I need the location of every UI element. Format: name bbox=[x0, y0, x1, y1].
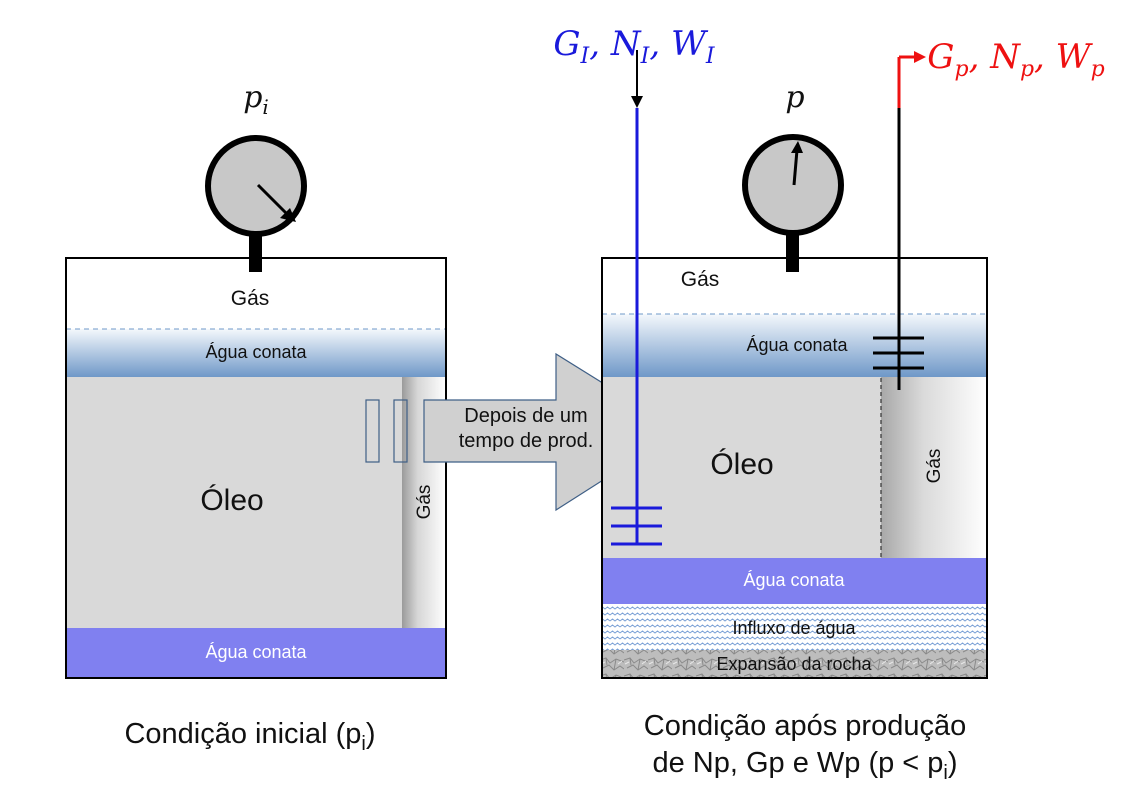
production-arrow-head bbox=[914, 51, 926, 63]
left-pressure-gauge bbox=[205, 135, 307, 272]
left-gauge-needle-tip bbox=[280, 208, 296, 222]
right-pressure-gauge bbox=[742, 134, 844, 272]
left-caption: Condição inicial (pi) bbox=[124, 718, 375, 755]
right-gas-cap bbox=[881, 377, 987, 558]
production-well bbox=[873, 51, 926, 390]
left-water-top-label: Água conata bbox=[205, 342, 307, 362]
left-oil-zone bbox=[66, 377, 402, 628]
right-influx-label: Influxo de água bbox=[732, 618, 856, 638]
left-gauge-needle bbox=[256, 183, 292, 219]
injection-well bbox=[611, 50, 662, 546]
right-gauge-label: p bbox=[785, 80, 804, 115]
right-caption-line2: de Np, Gp e Wp (p < pi) bbox=[652, 747, 957, 784]
right-rock-label: Expansão da rocha bbox=[716, 654, 872, 674]
injection-label: GI, NI, WI bbox=[553, 24, 716, 69]
right-gas-cap-label: Gás bbox=[924, 449, 945, 484]
left-connate-water-bottom bbox=[66, 628, 446, 678]
left-gas-cap-label: Gás bbox=[414, 485, 435, 520]
right-caption-line1: Condição após produção bbox=[644, 710, 966, 742]
arrow-tail-bar-2 bbox=[393, 399, 408, 463]
arrow-text-line1: Depois de um bbox=[464, 405, 587, 427]
right-water-top-label: Água conata bbox=[746, 335, 848, 355]
injection-arrow-head bbox=[631, 96, 643, 108]
arrow-text-line2: tempo de prod. bbox=[459, 430, 594, 452]
right-connate-water-bottom bbox=[602, 558, 987, 604]
right-gauge-dial bbox=[742, 134, 844, 236]
right-water-influx-zone bbox=[602, 604, 987, 650]
left-reservoir: Gás Água conata Óleo Gás Água conata pi bbox=[65, 80, 447, 679]
right-gauge-needle-tip bbox=[791, 141, 803, 153]
right-rock-expansion-zone bbox=[602, 650, 987, 678]
right-water-bottom-label: Água conata bbox=[743, 570, 845, 590]
right-gauge-needle bbox=[792, 149, 799, 186]
arrow-tail-bar-1 bbox=[365, 399, 380, 463]
left-water-bottom-label: Água conata bbox=[205, 642, 307, 662]
left-gauge-label: pi bbox=[243, 80, 269, 119]
left-connate-water-top bbox=[66, 329, 446, 377]
left-gauge-dial bbox=[205, 135, 307, 237]
left-gas-label: Gás bbox=[231, 287, 270, 310]
right-oil-label: Óleo bbox=[710, 448, 773, 481]
right-oil-zone bbox=[602, 377, 881, 558]
right-reservoir: Gás Água conata Óleo Gás Água conata Inf… bbox=[553, 24, 1105, 679]
left-oil-label: Óleo bbox=[200, 484, 263, 517]
right-gas-label: Gás bbox=[681, 268, 720, 291]
production-label: Gp, Np, Wp bbox=[927, 37, 1104, 82]
